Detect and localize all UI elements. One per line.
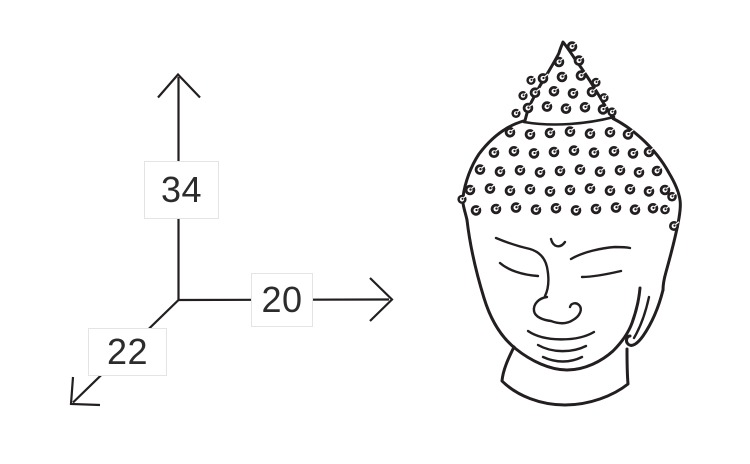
arrow-right-icon	[369, 277, 394, 322]
right-eye-line	[580, 269, 623, 279]
depth-dimension-label: 22	[88, 328, 167, 376]
hair-curls	[457, 41, 680, 231]
face-outline	[465, 218, 642, 372]
width-dimension-label: 20	[251, 273, 313, 327]
right-ear-outline	[625, 288, 665, 347]
nose-nostrils-line	[532, 295, 582, 325]
neck-outline	[500, 345, 630, 407]
height-dimension-label: 34	[144, 161, 219, 219]
urna-mark	[549, 237, 567, 248]
arrow-down-left-icon	[69, 376, 101, 407]
right-brow-line	[569, 245, 632, 261]
left-eye-line	[498, 261, 540, 278]
left-brow-nose-line	[494, 236, 550, 298]
ushnisha-band-line	[522, 115, 616, 126]
upper-lip-line	[526, 329, 596, 341]
buddha-head-illustration	[457, 40, 682, 407]
right-ear-inner-line	[632, 295, 651, 340]
chin-crease-line	[541, 355, 584, 363]
arrow-up-icon	[157, 72, 201, 99]
lower-lip-line	[536, 343, 588, 353]
head-outline	[461, 40, 682, 292]
